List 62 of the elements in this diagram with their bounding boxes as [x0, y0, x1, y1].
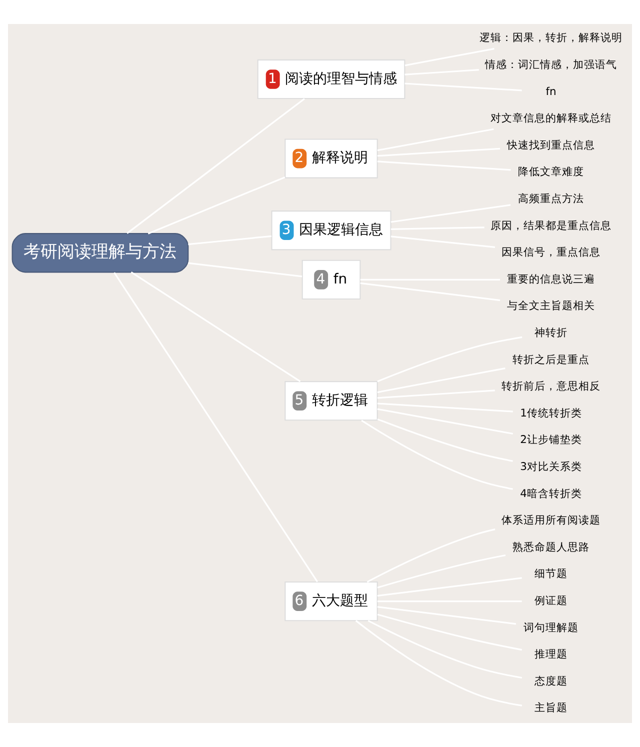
connector — [114, 272, 318, 582]
connector — [404, 82, 522, 92]
connector — [404, 69, 479, 76]
node-text: 词句理解题 — [524, 620, 579, 634]
node-box: 4 fn — [302, 260, 361, 300]
connector — [360, 282, 500, 302]
node-text: 情感：词汇情感，加强语气 — [485, 58, 618, 71]
connector — [377, 128, 494, 152]
node-box: 3 因果逻辑信息 — [271, 210, 392, 250]
connector — [355, 620, 522, 706]
node-text: 与全文主旨题相关 — [507, 299, 596, 312]
node-text: 细节题 — [534, 567, 568, 580]
node-text: 主旨题 — [534, 701, 568, 714]
node-text: 对文章信息的解释或总结 — [490, 112, 612, 125]
connector — [377, 390, 495, 399]
node-text: 态度题 — [534, 674, 568, 688]
connector — [366, 528, 496, 583]
node-text: 降低文章难度 — [518, 165, 584, 178]
connector — [377, 418, 513, 462]
node-text: 原因，结果都是重点信息 — [490, 218, 612, 232]
node-box: 6 六大题型 — [284, 581, 378, 622]
connector — [188, 235, 272, 246]
connector — [148, 176, 286, 234]
connector — [130, 272, 301, 382]
node-box: 5 转折逻辑 — [284, 381, 378, 421]
node-box: 1 阅读的理智与情感 — [257, 59, 406, 100]
connector — [390, 204, 511, 223]
connector — [377, 606, 516, 625]
connector — [404, 48, 494, 66]
connector — [368, 620, 522, 679]
node-text: 2让步铺垫类 — [520, 433, 582, 446]
node-text: 4暗含转折类 — [520, 486, 582, 500]
node-text: 3对比关系类 — [520, 460, 582, 473]
connector — [377, 402, 513, 412]
connector — [390, 236, 496, 248]
node-text: 转折前后，意思相反 — [502, 380, 601, 393]
node-text: 重要的信息说三遍 — [507, 272, 596, 286]
connector — [126, 98, 305, 234]
connector — [377, 554, 506, 588]
node-box: 考研阅读理解与方法 — [12, 233, 189, 273]
node-box: 2 解释说明 — [284, 138, 378, 178]
connector — [188, 262, 302, 278]
node-text: 快速找到重点信息 — [507, 138, 596, 152]
node-text: 转折之后是重点 — [512, 352, 590, 366]
node-text: 熟悉命题人思路 — [512, 540, 590, 554]
node-text: 1传统转折类 — [520, 406, 582, 420]
node-text: 因果信号，重点信息 — [502, 246, 601, 259]
connector — [377, 148, 500, 157]
node-text: 推理题 — [534, 648, 568, 661]
connector — [377, 408, 514, 435]
connector — [361, 420, 513, 490]
node-text: fn — [546, 84, 556, 98]
node-text: 例证题 — [534, 594, 568, 607]
node-text: 高频重点方法 — [518, 192, 584, 205]
node-text: 神转折 — [534, 326, 568, 339]
connector — [377, 336, 522, 382]
connector — [377, 160, 511, 171]
node-text: 体系适用所有阅读题 — [502, 514, 601, 527]
connector — [377, 368, 506, 394]
node-text: 逻辑：因果，转折，解释说明 — [480, 31, 623, 44]
connector — [377, 577, 522, 597]
connector — [377, 614, 522, 651]
